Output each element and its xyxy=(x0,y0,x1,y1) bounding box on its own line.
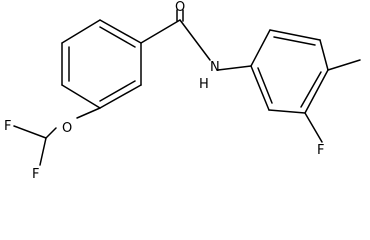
atom-label-fluorine-1: F xyxy=(4,119,11,134)
atom-label-oxygen-ether: O xyxy=(62,121,72,136)
double-bond-inner xyxy=(300,71,322,108)
double-bond-inner xyxy=(99,80,136,102)
bond xyxy=(179,19,211,61)
atom-label-fluorine-ring: F xyxy=(317,143,324,158)
bond xyxy=(99,19,142,44)
bond xyxy=(13,125,47,139)
double-bond-inner xyxy=(99,26,136,48)
double-bond-inner xyxy=(273,36,316,46)
atom-label-fluorine-2: F xyxy=(32,167,39,180)
bond xyxy=(250,65,270,111)
atom-label-nitrogen: N xyxy=(210,60,220,75)
bond xyxy=(327,59,361,71)
bond xyxy=(304,112,323,143)
bond xyxy=(304,69,329,114)
atom-label-oxygen-carbonyl: O xyxy=(175,0,185,15)
bond xyxy=(217,65,252,71)
ring-fluorine-bond xyxy=(304,112,323,143)
bond xyxy=(61,84,101,109)
bond xyxy=(250,29,271,67)
bond xyxy=(269,29,321,41)
bond xyxy=(99,84,142,109)
chemical-structure: O N H O F F F xyxy=(4,0,361,180)
benzene-ring-right xyxy=(250,29,329,114)
bond xyxy=(268,109,306,114)
bond xyxy=(76,107,101,119)
double-bond-inner xyxy=(257,67,273,104)
atom-label-hydrogen: H xyxy=(199,77,209,92)
bond xyxy=(45,127,57,139)
benzene-ring-left xyxy=(61,19,142,109)
methyl-group xyxy=(327,59,361,71)
difluoromethoxy-group xyxy=(13,107,101,166)
bond xyxy=(61,19,101,44)
bond xyxy=(319,39,329,71)
bond xyxy=(39,137,47,166)
bond xyxy=(140,19,181,44)
amide-group xyxy=(140,9,252,71)
